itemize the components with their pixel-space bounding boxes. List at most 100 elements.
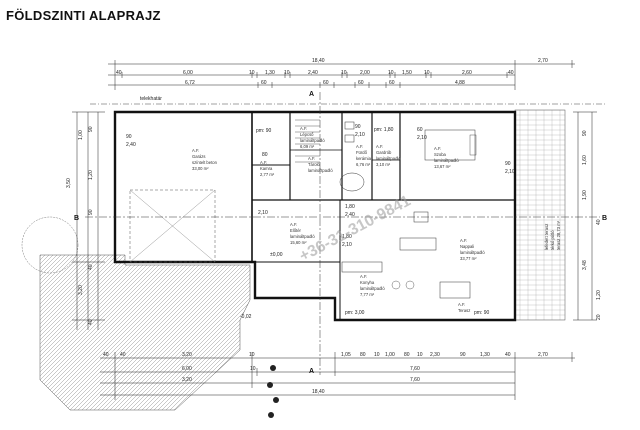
- dim-label: 1,90: [582, 190, 588, 200]
- dim-label: 3,50: [66, 178, 72, 188]
- left-dimension-lines: [72, 111, 105, 330]
- dim-label: 1,20: [88, 170, 94, 180]
- room-floor: színtelt beton: [192, 160, 218, 165]
- room-name: A.F.: [460, 238, 467, 243]
- dim-bottom-row2: 6,00 10 7,60: [182, 366, 420, 372]
- dim-label: 3,20: [78, 285, 84, 295]
- dim-label: 20: [596, 314, 602, 320]
- window-marks: pm: 90 pm: 1,80 pm: 3,00 pm: 90: [256, 127, 490, 316]
- dim-label: pm: 90: [256, 128, 272, 134]
- room-type: Konyha: [360, 280, 375, 285]
- dim-label: 80: [262, 152, 268, 158]
- dim-label: 60: [261, 80, 267, 86]
- section-b-left: B: [74, 215, 79, 222]
- room-name: A.F.: [260, 160, 267, 165]
- dim-label: 6,00: [182, 366, 192, 372]
- dim-label: 40: [88, 319, 94, 325]
- dim-bottom-total: 18,40: [312, 389, 325, 395]
- shrub-icons: [267, 365, 279, 418]
- kitchen-counter: [341, 261, 383, 273]
- stool-icon: [391, 280, 401, 290]
- dim-label: 1,30: [265, 70, 275, 76]
- room-floor: lamináltpadló: [434, 158, 459, 163]
- room-area: 3,10 m²: [376, 162, 391, 167]
- dim-label: 6,00: [183, 70, 193, 76]
- dim-label: 3,20: [182, 377, 192, 383]
- property-line-label: telekhatár: [140, 96, 162, 102]
- dim-label: 90: [88, 126, 94, 132]
- dim-label: 40: [505, 352, 511, 358]
- toilet-icon: [344, 134, 355, 143]
- door-marks: 90 2,40 80 2,10 90 2,10 60 2,10 1,80 2,4…: [126, 124, 515, 248]
- dim-label: 10: [388, 70, 394, 76]
- terrace-area: [514, 109, 566, 321]
- dim-label: 40: [116, 70, 122, 76]
- dim-label: 60: [358, 80, 364, 86]
- dim-label: 7,60: [410, 377, 420, 383]
- yard-paving: [39, 254, 251, 411]
- dim-label: 1,00: [78, 130, 84, 140]
- dim-label: 60: [417, 127, 423, 133]
- dim-label: 40: [508, 70, 514, 76]
- stool-icon: [405, 280, 415, 290]
- room-area: 33,00 m²: [192, 166, 209, 171]
- dim-label: 10: [284, 70, 290, 76]
- dim-top-total: 18,40: [312, 58, 325, 64]
- elevation-zero-label: ±0,00: [270, 252, 283, 258]
- garage-car-outline: [129, 189, 216, 263]
- dim-label: 90: [126, 134, 132, 140]
- dim-label: 1,20: [596, 290, 602, 300]
- dim-label: 80: [404, 352, 410, 358]
- room-floor: lamináltpadló: [290, 234, 315, 239]
- dim-label: pm: 3,00: [345, 310, 365, 316]
- dim-bottom-row3: 3,20 7,60: [182, 377, 420, 383]
- dim-label: 2,10: [258, 210, 268, 216]
- section-a-bottom: A: [309, 368, 314, 375]
- room-floor: lamináltpadló: [460, 250, 485, 255]
- dim-bottom-row1: 40 40 3,20 10 1,05 80 10 1,00 80 10 2,30…: [103, 352, 548, 358]
- room-area: 2,77 m²: [260, 172, 275, 177]
- terrace-label-line1: lefedett terasz: [544, 224, 549, 250]
- dim-top-row3: 6,72 60 60 60 60 4,88: [185, 80, 465, 86]
- room-type: Gardrób: [376, 150, 392, 155]
- dim-label: 2,40: [345, 212, 355, 218]
- sink-icon: [344, 121, 355, 130]
- dim-right: 90 1,60 1,90 40 3,48 1,20 20: [582, 130, 602, 320]
- room-area: 33,77 m²: [460, 256, 477, 261]
- room-labels: A.F. Garázs színtelt beton 33,00 m² A.F.…: [192, 126, 485, 313]
- room-type: Szoba: [434, 152, 447, 157]
- room-name: A.F.: [360, 274, 367, 279]
- dim-label: 10: [424, 70, 430, 76]
- dim-label: pm: 90: [474, 310, 490, 316]
- dim-label: 10: [374, 352, 380, 358]
- terrace-label-line3: terasz 28,73 m²: [556, 220, 561, 250]
- room-type: Lépcső: [300, 132, 314, 137]
- room-name: A.F.: [356, 144, 363, 149]
- plan-title: FÖLDSZINTI ALAPRAJZ: [6, 8, 161, 23]
- room-name: A.F.: [458, 302, 465, 307]
- room-floor: lamináltpadló: [300, 138, 325, 143]
- dim-label: 40: [120, 352, 126, 358]
- room-area: 15,60 m²: [290, 240, 307, 245]
- room-area: 13,67 m²: [434, 164, 451, 169]
- dim-label: 10: [249, 352, 255, 358]
- room-name: A.F.: [192, 148, 199, 153]
- room-floor: lamináltpadló: [308, 168, 333, 173]
- room-name: A.F.: [308, 156, 315, 161]
- room-type: Kamra: [260, 166, 273, 171]
- room-type: Nappali: [460, 244, 474, 249]
- room-type: Terasz: [458, 308, 470, 313]
- dining-table-icon: [439, 281, 471, 299]
- dim-label: 1,05: [341, 352, 351, 358]
- dim-label: 10: [341, 70, 347, 76]
- dim-label: 2,00: [360, 70, 370, 76]
- dim-label: 1,80: [342, 234, 352, 240]
- dim-label: 1,60: [582, 155, 588, 165]
- dim-label: 90: [582, 130, 588, 136]
- room-name: A.F.: [434, 146, 441, 151]
- dim-label: 2,10: [417, 135, 427, 141]
- bathtub-icon: [339, 172, 365, 192]
- bed-icon: [424, 129, 476, 161]
- room-type: Garázs: [192, 154, 206, 159]
